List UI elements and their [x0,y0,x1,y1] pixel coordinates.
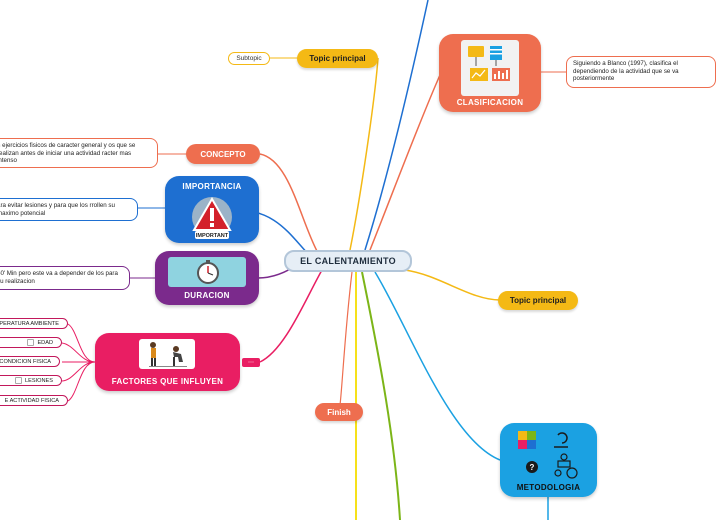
topic-principal-right[interactable]: Topic principal [498,291,578,310]
duracion-label: DURACION [184,291,230,300]
balance-icon [554,432,568,448]
link-topic-top [349,57,379,251]
link-factores [259,269,323,363]
stretching-athletes-icon [149,342,187,367]
clasificacion-node[interactable]: CLASIFICACION [439,34,541,112]
factor-item[interactable]: E ACTIVIDAD FISICA [0,395,68,406]
factor-item-label: LESIONES [25,377,53,384]
link-factores-items [61,323,96,402]
question-icon: ? [526,461,538,473]
athletes-image [139,339,195,369]
link-topic-right [404,269,501,301]
factor-item[interactable]: EDAD [0,337,62,348]
clasificacion-label: CLASIFICACION [456,98,524,107]
duracion-text: 30' Min pero este va a depender de los p… [0,266,130,290]
finish-node[interactable]: Finish [315,403,363,421]
concepto-text: n ejercicios fisicos de caracter general… [0,138,158,168]
checkbox-icon[interactable] [15,377,23,384]
link-concepto [259,153,319,254]
importancia-label: IMPORTANCIA [182,182,242,191]
methodology-icons: ? [518,431,578,479]
link-green [361,271,401,520]
subtopic-label: Subtopic [236,55,262,62]
factor-item-label: CONDICION FISICA [0,358,51,365]
duracion-node[interactable]: DURACION [155,251,259,305]
central-topic-label: EL CALENTAMIENTO [300,256,396,266]
important-sign-text: IMPORTANT [196,233,229,239]
concepto-node[interactable]: CONCEPTO [186,144,260,164]
topic-principal-right-label: Topic principal [509,296,567,305]
collapse-toggle-icon[interactable]: ⋯ [242,358,260,367]
folder-database-icon [468,46,510,81]
metodologia-label: METODOLOGIA [516,483,581,492]
finish-label: Finish [327,407,351,417]
clasificacion-text: Siguiendo a Blanco (1997), clasifica el … [566,56,716,88]
factor-item-label: EDAD [37,339,53,346]
factores-node[interactable]: FACTORES QUE INFLUYEN [95,333,240,391]
subtopic-node[interactable]: Subtopic [228,52,270,65]
link-finish [339,271,353,406]
link-top-blue [364,0,429,251]
factor-item[interactable]: LESIONES [0,375,62,386]
factor-item[interactable]: PERATURA AMBIENTE [0,318,68,329]
factores-label: FACTORES QUE INFLUYEN [111,377,224,386]
connection-lines [61,0,566,520]
factor-item-label: E ACTIVIDAD FISICA [4,397,59,404]
important-warning-icon: IMPORTANT [192,197,232,239]
classification-image [461,40,519,96]
stopwatch-icon [197,260,219,284]
checkbox-icon[interactable] [27,339,35,346]
concepto-label: CONCEPTO [200,149,246,159]
stopwatch-image [168,257,246,287]
puzzle-icon [518,431,536,449]
importancia-text: ara evitar lesiones y para que los rroll… [0,198,138,221]
factor-item[interactable]: CONDICION FISICA [0,356,60,367]
central-topic[interactable]: EL CALENTAMIENTO [284,250,412,272]
importancia-node[interactable]: IMPORTANCIA IMPORTANT [165,176,259,243]
svg-text:?: ? [530,463,535,472]
metodologia-node[interactable]: ? METODOLOGIA [500,423,597,497]
team-gear-icon [554,453,578,479]
factor-item-label: PERATURA AMBIENTE [0,320,59,327]
topic-principal-top-label: Topic principal [309,54,366,63]
link-metodologia [374,271,501,461]
topic-principal-top[interactable]: Topic principal [297,49,378,68]
link-clasificacion [369,74,441,251]
